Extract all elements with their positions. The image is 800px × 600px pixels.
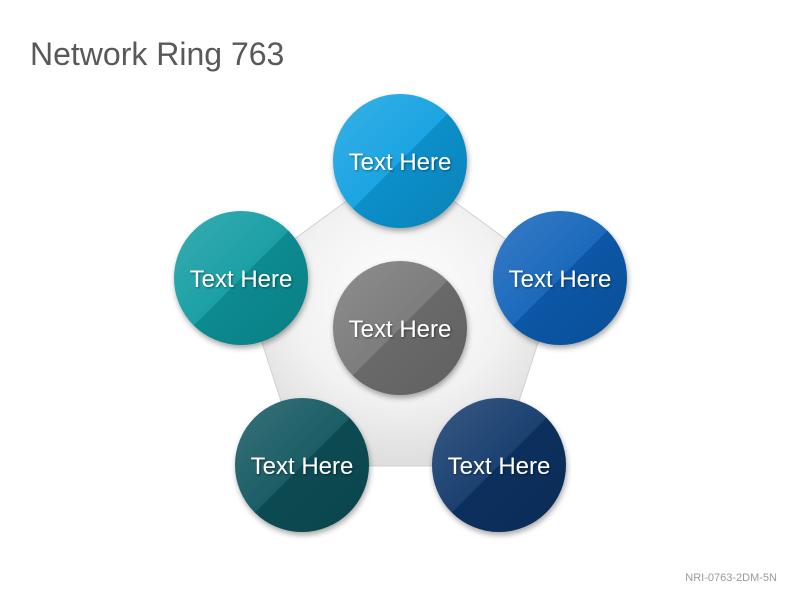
ring-node-right: Text Here — [493, 211, 627, 345]
center-node-label: Text Here — [349, 316, 452, 343]
ring-node-label: Text Here — [509, 266, 612, 293]
ring-node-bottom-right: Text Here — [432, 398, 566, 532]
ring-node-label: Text Here — [190, 266, 293, 293]
ring-node-shine — [432, 398, 566, 532]
ring-node-label: Text Here — [349, 149, 452, 176]
ring-node-shine — [174, 211, 308, 345]
slide-title: Network Ring 763 — [30, 36, 285, 72]
slide-code: NRI-0763-2DM-5N — [685, 572, 777, 584]
ring-node-label: Text Here — [448, 453, 551, 480]
ring-node-left: Text Here — [174, 211, 308, 345]
ring-node-bottom-left: Text Here — [235, 398, 369, 532]
center-node-shine — [333, 261, 467, 395]
ring-node-shine — [493, 211, 627, 345]
ring-node-shine — [333, 94, 467, 228]
ring-node-shine — [235, 398, 369, 532]
ring-node-label: Text Here — [251, 453, 354, 480]
ring-node-top: Text Here — [333, 94, 467, 228]
center-node: Text Here — [333, 261, 467, 395]
